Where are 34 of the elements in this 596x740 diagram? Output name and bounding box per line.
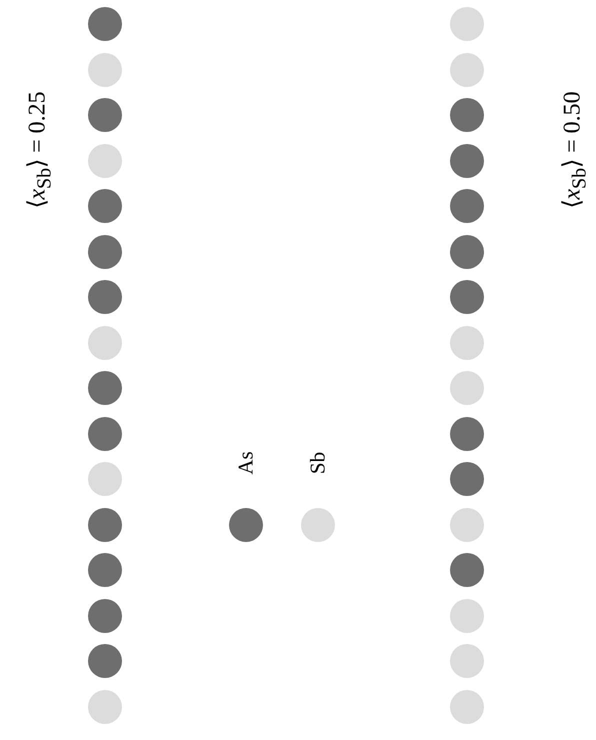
atom-circle — [450, 189, 484, 223]
atom-circle — [450, 462, 484, 496]
atom-circle — [88, 690, 122, 724]
atom-circle — [450, 234, 484, 268]
atom-circle — [88, 416, 122, 450]
atom-circle — [450, 52, 484, 86]
atom-circle — [88, 326, 122, 360]
atom-circle — [450, 280, 484, 314]
atom-circle — [450, 371, 484, 405]
atom-circle — [450, 98, 484, 132]
atom-circle — [88, 98, 122, 132]
atom-circle — [88, 644, 122, 678]
atom-circle — [88, 553, 122, 587]
atom-circle — [88, 234, 122, 268]
atom-circle — [88, 52, 122, 86]
atom-circle — [88, 462, 122, 496]
atom-circle — [450, 326, 484, 360]
atom-circle — [450, 416, 484, 450]
atom-circle — [450, 644, 484, 678]
atom-circle — [450, 598, 484, 632]
legend-label: Sb — [308, 452, 328, 474]
atom-circle — [88, 144, 122, 178]
atom-circle — [450, 508, 484, 542]
atom-circle — [450, 690, 484, 724]
atom-circle — [88, 508, 122, 542]
atom-circle — [88, 7, 122, 41]
atom-circle — [88, 598, 122, 632]
atom-circle — [88, 280, 122, 314]
atom-circle — [450, 553, 484, 587]
atom-circle — [450, 7, 484, 41]
legend-label: As — [236, 451, 256, 475]
atom-circle — [88, 371, 122, 405]
atom-circle — [88, 189, 122, 223]
atom-circle — [450, 144, 484, 178]
